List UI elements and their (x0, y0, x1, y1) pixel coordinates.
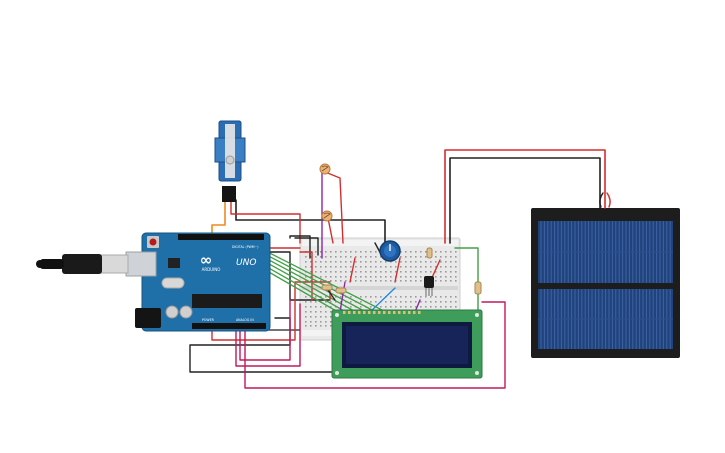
usb-port (125, 251, 157, 277)
potentiometer[interactable] (379, 240, 401, 262)
wire-servo-orange (211, 199, 226, 237)
lcd-screen (346, 326, 468, 364)
resistor[interactable] (321, 247, 482, 295)
power-header-label: POWER (202, 318, 215, 322)
solar-panel[interactable] (531, 208, 680, 358)
atmega-chip (192, 294, 262, 308)
arduino-uno[interactable]: ∞ ARDUINO UNO DIGITAL (PWM~) POWER ANALO… (36, 232, 271, 332)
lcd-16x2[interactable] (331, 309, 483, 379)
wire-ldr1-red (324, 171, 344, 244)
usb-cable (62, 254, 102, 274)
arduino-brand-label: ARDUINO (202, 267, 221, 272)
temperature-sensor[interactable] (424, 276, 434, 296)
wire-solar-black (449, 157, 601, 244)
servo-horn (225, 155, 235, 165)
wire-servo-red (230, 199, 301, 244)
analog-header-label: ANALOG IN (236, 318, 254, 322)
arduino-model-label: UNO (236, 258, 256, 268)
wire-solar-red (444, 149, 606, 244)
wires (189, 149, 611, 389)
digital-header-label: DIGITAL (PWM~) (232, 245, 258, 249)
arduino-logo-symbol: ∞ (200, 251, 213, 269)
photoresistor-2[interactable] (321, 210, 333, 222)
wire-servo-black (235, 199, 386, 245)
wire-ldr2-red (327, 217, 334, 244)
micro-servo[interactable] (214, 120, 246, 202)
power-jack (135, 308, 161, 328)
photoresistor-1[interactable] (319, 163, 331, 175)
